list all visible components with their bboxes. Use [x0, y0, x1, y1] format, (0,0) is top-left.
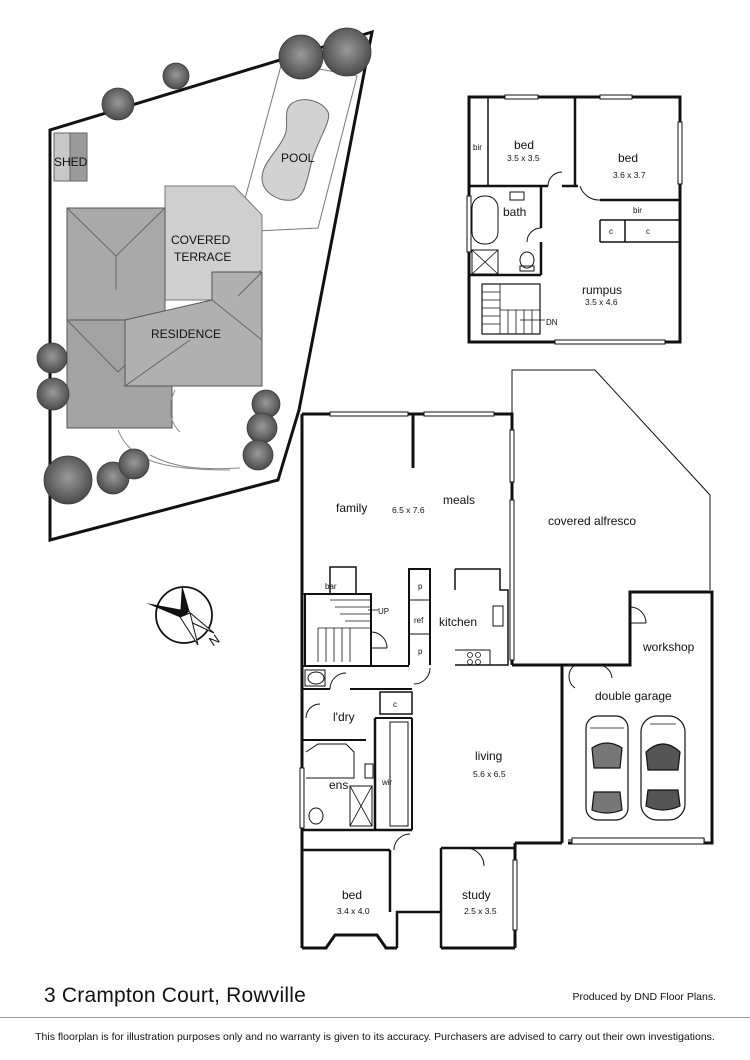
upper-bed2-size: 3.6 x 3.7: [613, 170, 646, 180]
study-size: 2.5 x 3.5: [464, 906, 497, 916]
ref-label: ref: [414, 616, 424, 625]
laundry-cupboard-label: c: [393, 700, 397, 709]
upper-rumpus-name: rumpus: [582, 283, 622, 297]
ground-floor-labels: family meals 6.5 x 7.6 covered alfresco …: [325, 493, 695, 916]
upper-floor-labels: bed 3.5 x 3.5 bed 3.6 x 3.7 bath rumpus …: [473, 138, 650, 327]
living-size: 5.6 x 6.5: [473, 769, 506, 779]
upper-cupboard-a: c: [609, 227, 613, 236]
pantry-bottom-label: p: [418, 647, 423, 656]
meals-label: meals: [443, 493, 475, 507]
bed-label: bed: [342, 888, 362, 902]
double-garage-label: double garage: [595, 689, 672, 703]
covered-alfresco-label: covered alfresco: [548, 514, 636, 528]
upper-bath-label: bath: [503, 205, 526, 219]
compass-icon: N: [146, 585, 222, 649]
cars: [585, 715, 686, 821]
upper-stair-down: DN: [546, 318, 558, 327]
ground-floor-plan: [299, 369, 714, 950]
stair-up-label: UP: [378, 607, 389, 616]
car-left: [585, 715, 629, 821]
property-address: 3 Crampton Court, Rowville: [44, 984, 306, 1007]
study-label: study: [462, 888, 491, 902]
trees: [36, 27, 372, 505]
living-label: living: [475, 749, 502, 763]
wir-label: wir: [381, 778, 393, 787]
main-exterior-walls: [302, 412, 514, 665]
laundry-label: l'dry: [333, 710, 355, 724]
footer-divider: [0, 1017, 750, 1018]
site-plan: SHED POOL COVERED TERRACE RESIDENCE: [36, 27, 374, 542]
pool-label: POOL: [281, 151, 315, 165]
alfresco-outline: [511, 369, 711, 590]
shed-label: SHED: [54, 155, 88, 169]
kitchen-label: kitchen: [439, 615, 477, 629]
pool: [261, 99, 330, 201]
family-meals-size: 6.5 x 7.6: [392, 505, 425, 515]
upper-bir-right: bir: [633, 206, 642, 215]
residence-label: RESIDENCE: [151, 327, 221, 341]
upper-bed1-size: 3.5 x 3.5: [507, 153, 540, 163]
bar-label: bar: [325, 582, 337, 591]
car-right: [640, 715, 686, 821]
upper-rumpus-size: 3.5 x 4.6: [585, 297, 618, 307]
family-label: family: [336, 501, 367, 515]
upper-floor-plan: [466, 94, 683, 345]
compass-north-label: N: [206, 631, 222, 649]
ensuite-label: ens: [329, 778, 348, 792]
upper-bir-left: bir: [473, 143, 482, 152]
producer-credit: Produced by DND Floor Plans.: [572, 991, 716, 1003]
workshop-label: workshop: [642, 640, 695, 654]
covered-terrace-label-2: TERRACE: [174, 250, 231, 264]
upper-cupboard-b: c: [646, 227, 650, 236]
covered-terrace-label-1: COVERED: [171, 233, 231, 247]
upper-bed2-name: bed: [618, 151, 638, 165]
upper-bed1-name: bed: [514, 138, 534, 152]
bed-size: 3.4 x 4.0: [337, 906, 370, 916]
pantry-top-label: p: [418, 582, 423, 591]
disclaimer-text: This floorplan is for illustration purpo…: [35, 1031, 715, 1043]
